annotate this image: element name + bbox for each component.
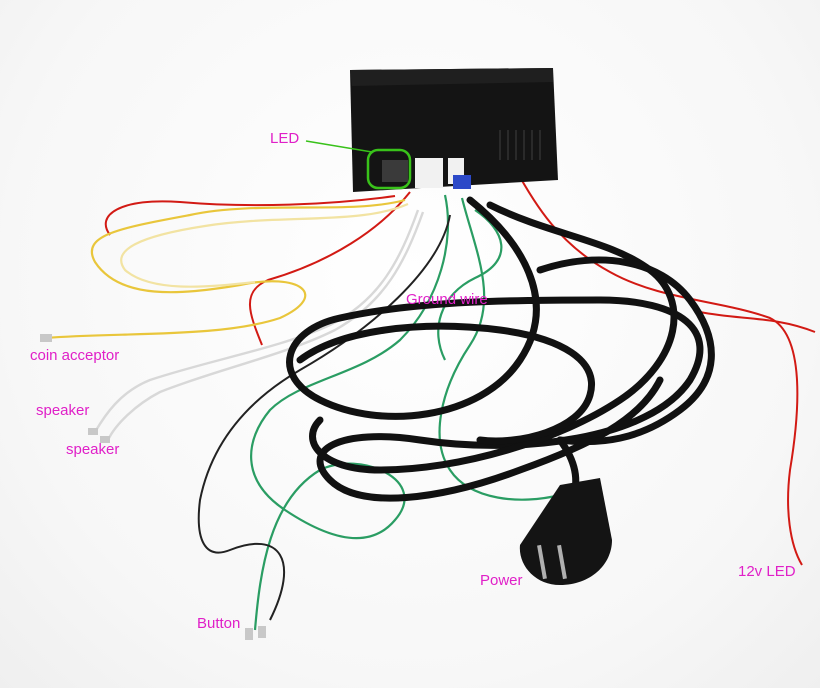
speaker-wires	[93, 209, 425, 441]
coin-acceptor-wires	[44, 198, 409, 340]
wire-terminals	[40, 334, 266, 640]
power-plug	[519, 478, 612, 585]
label-power: Power	[480, 572, 523, 589]
green-wires	[250, 194, 561, 631]
led-highlight	[366, 148, 412, 190]
control-box	[350, 68, 558, 192]
label-coin-acceptor: coin acceptor	[30, 347, 120, 364]
power-cable	[286, 196, 715, 504]
label-ground-wire: Ground wire	[406, 291, 488, 308]
led-pointer	[305, 140, 373, 153]
label-12v-led: 12v LED	[738, 563, 796, 580]
label-button: Button	[197, 615, 241, 632]
label-led: LED	[270, 130, 300, 147]
label-speaker: speaker	[36, 402, 90, 419]
label-speaker-second: speaker	[66, 441, 120, 458]
red-wires	[104, 167, 816, 566]
